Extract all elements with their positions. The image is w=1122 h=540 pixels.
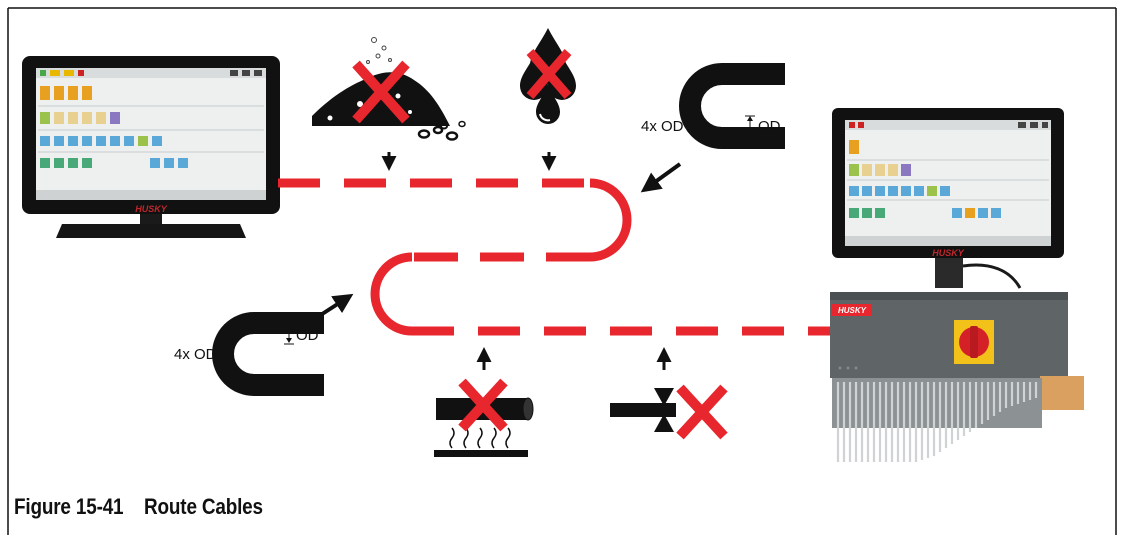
bend-radius-bottom: OD 4x OD: [174, 293, 354, 396]
housing-logo-plate: [832, 304, 872, 316]
bend-multiplier-label: 4x OD: [174, 346, 217, 363]
controller-mount: [935, 258, 963, 288]
controller-housing: [830, 292, 1068, 378]
monitor-stand-base: [56, 224, 246, 238]
od-label: OD: [296, 327, 319, 344]
dirt-hazard-icon: [312, 37, 466, 171]
cable-bend-right: [589, 178, 632, 262]
od-label: OD: [758, 118, 781, 135]
controller-monitor-logo: HUSKY: [932, 248, 965, 258]
heat-plate: [434, 450, 528, 457]
bend-arrow: [640, 162, 682, 193]
cable-bar: [610, 403, 676, 417]
remote-monitor: HUSKY: [22, 56, 280, 238]
bend-arrow: [314, 293, 354, 320]
controller-unit: HUSKY HUSKY: [830, 108, 1084, 462]
cable-route: [278, 178, 830, 336]
liquid-hazard-icon: [520, 28, 576, 171]
monitor-logo: HUSKY: [135, 204, 168, 214]
figure-number: Figure 15-41: [14, 494, 124, 519]
housing-logo: HUSKY: [838, 306, 867, 315]
cable-connector-block: [1040, 376, 1084, 410]
monitor-neck: [140, 214, 162, 226]
heatsink-fins: [836, 382, 1038, 462]
bend-multiplier-label: 4x OD: [641, 118, 684, 135]
pinch-hazard-icon: [610, 347, 728, 440]
bend-radius-top: OD 4x OD: [640, 63, 785, 193]
heat-hazard-icon: [434, 347, 534, 457]
controller-screen: [845, 120, 1051, 246]
figure-title: Route Cables: [144, 494, 263, 519]
figure-caption: Figure 15-41 Route Cables: [14, 494, 263, 520]
cable-bend-left: [370, 252, 413, 336]
